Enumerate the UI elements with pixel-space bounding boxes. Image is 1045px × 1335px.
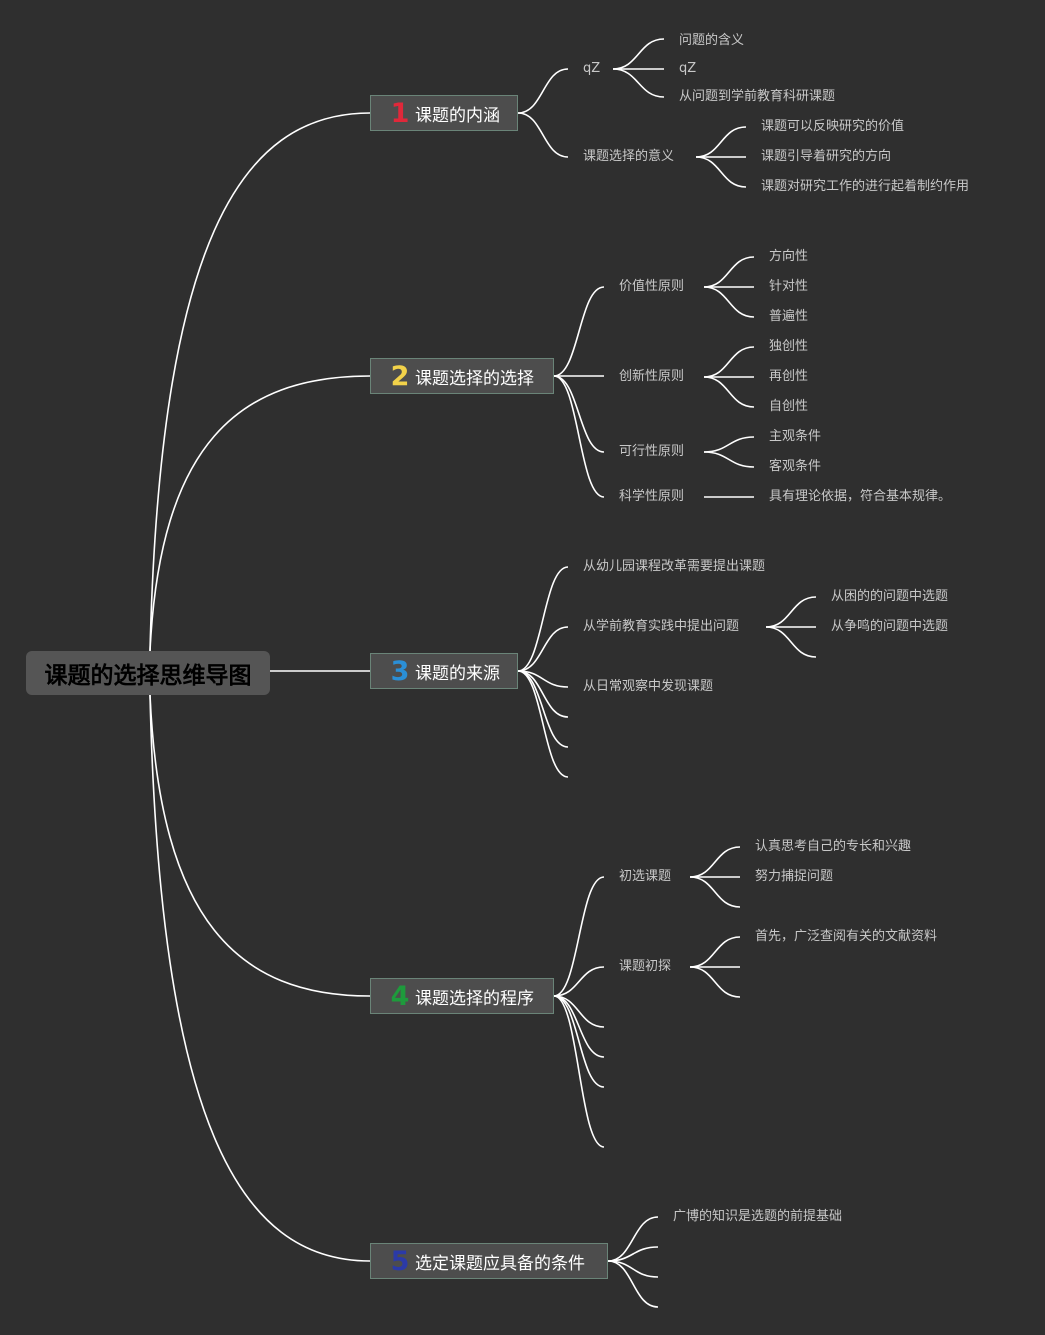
connector-b1-sub-1 [517,112,569,158]
leaf-pertinence[interactable]: 针对性 [769,279,809,294]
connector-b1-sig-leaf-2 [695,156,747,188]
branch-3-topic[interactable]: 3 课题的来源 [370,653,518,689]
connector-root-branch-4 [149,694,371,997]
connector-b1-qz-leaf-0 [612,38,665,70]
leaf-reflect-value[interactable]: 课题可以反映研究的价值 [761,119,905,134]
subtopic-curriculum-reform[interactable]: 从幼儿园课程改革需要提出课题 [583,559,766,574]
subtopic-preliminary-exploration[interactable]: 课题初探 [619,959,672,974]
branch-1-topic[interactable]: 1 课题的内涵 [370,95,518,131]
branch-1-number-marker: 1 [390,97,410,129]
connector-b2-value-leaf-2 [703,286,755,318]
connector-b5-sub-0 [607,1216,659,1262]
branch-2-label: 课题选择的选择 [415,368,534,389]
leaf-subjective-conditions[interactable]: 主观条件 [769,429,822,444]
leaf-directionality[interactable]: 方向性 [769,249,809,264]
connector-b4-sub-1 [553,966,605,997]
connector-b1-sub-0 [517,68,569,114]
connector-b3-prac-leaf-0 [765,596,817,628]
subtopic-value-principle[interactable]: 价值性原则 [619,279,685,294]
leaf-debated-problems[interactable]: 从争鸣的问题中选题 [831,619,949,634]
connector-b2-value-leaf-0 [703,256,755,288]
branch-2-topic[interactable]: 2 课题选择的选择 [370,358,554,394]
subtopic-innovation-principle[interactable]: 创新性原则 [619,369,685,384]
leaf-universality[interactable]: 普遍性 [769,309,809,324]
connector-b2-innov-leaf-2 [703,376,755,408]
subtopic-feasibility-principle[interactable]: 可行性原则 [619,444,685,459]
connector-b2-feas-leaf-1 [703,451,755,468]
connector-b2-sub-0 [553,286,605,377]
branch-5-topic[interactable]: 5 选定课题应具备的条件 [370,1243,608,1279]
subtopic-broad-knowledge[interactable]: 广博的知识是选题的前提基础 [673,1209,843,1224]
branch-3-number-marker: 3 [390,655,410,687]
leaf-objective-conditions[interactable]: 客观条件 [769,459,822,474]
leaf-theoretical-basis[interactable]: 具有理论依据，符合基本规律。 [769,489,952,504]
connector-root-branch-1 [149,112,371,652]
connector-b3-sub-1 [517,626,569,672]
branch-5-number-marker: 5 [390,1245,410,1277]
branch-4-label: 课题选择的程序 [415,988,534,1009]
leaf-constrain-work[interactable]: 课题对研究工作的进行起着制约作用 [761,179,970,194]
leaf-puzzling-problems[interactable]: 从困的的问题中选题 [831,589,949,604]
leaf-problem-to-research-topic[interactable]: 从问题到学前教育科研课题 [679,89,836,104]
subtopic-practice-problems[interactable]: 从学前教育实践中提出问题 [583,619,740,634]
connector-b3-sub-0 [517,566,569,672]
leaf-review-literature[interactable]: 首先，广泛查阅有关的文献资料 [755,929,938,944]
connector-b4-explore-leaf-0 [689,936,741,968]
leaf-consider-strengths[interactable]: 认真思考自己的专长和兴趣 [755,839,912,854]
subtopic-selection-significance[interactable]: 课题选择的意义 [583,149,675,164]
connector-b4-init-leaf-0 [689,846,741,878]
subtopic-scientific-principle[interactable]: 科学性原则 [619,489,685,504]
connector-b1-sig-leaf-0 [695,126,747,158]
connector-b4-init-leaf-2 [689,876,741,908]
leaf-capture-problems[interactable]: 努力捕捉问题 [755,869,834,884]
connector-b4-sub-5 [553,995,605,1148]
connector-b4-explore-leaf-2 [689,966,741,998]
connector-b3-sub-4 [517,670,569,748]
branch-3-label: 课题的来源 [415,663,500,684]
subtopic-daily-observation[interactable]: 从日常观察中发现课题 [583,679,714,694]
connector-b4-sub-4 [553,995,605,1088]
root-topic[interactable]: 课题的选择思维导图 [26,651,270,695]
branch-4-number-marker: 4 [390,980,410,1012]
connector-b3-prac-leaf-2 [765,626,817,658]
leaf-problem-meaning[interactable]: 问题的含义 [679,33,745,48]
connector-root-branch-5 [149,694,371,1262]
connector-b2-innov-leaf-0 [703,346,755,378]
connector-b2-feas-leaf-0 [703,436,755,453]
branch-1-label: 课题的内涵 [415,105,500,126]
branch-4-topic[interactable]: 4 课题选择的程序 [370,978,554,1014]
branch-2-number-marker: 2 [390,360,410,392]
connector-b4-sub-0 [553,876,605,997]
leaf-originality[interactable]: 独创性 [769,339,809,354]
leaf-guide-direction[interactable]: 课题引导着研究的方向 [761,149,892,164]
subtopic-initial-selection[interactable]: 初选课题 [619,869,672,884]
leaf-qz[interactable]: qZ [679,61,697,76]
connector-root-branch-2 [149,375,371,652]
leaf-recreation[interactable]: 再创性 [769,369,809,384]
connector-b1-qz-leaf-2 [612,68,665,98]
branch-5-label: 选定课题应具备的条件 [415,1253,585,1274]
subtopic-qz[interactable]: qZ [583,61,601,76]
leaf-self-creation[interactable]: 自创性 [769,399,809,414]
connector-b2-sub-2 [553,375,605,453]
connector-b5-sub-3 [607,1260,659,1308]
connector-b3-sub-5 [517,670,569,778]
connector-b2-sub-3 [553,375,605,498]
